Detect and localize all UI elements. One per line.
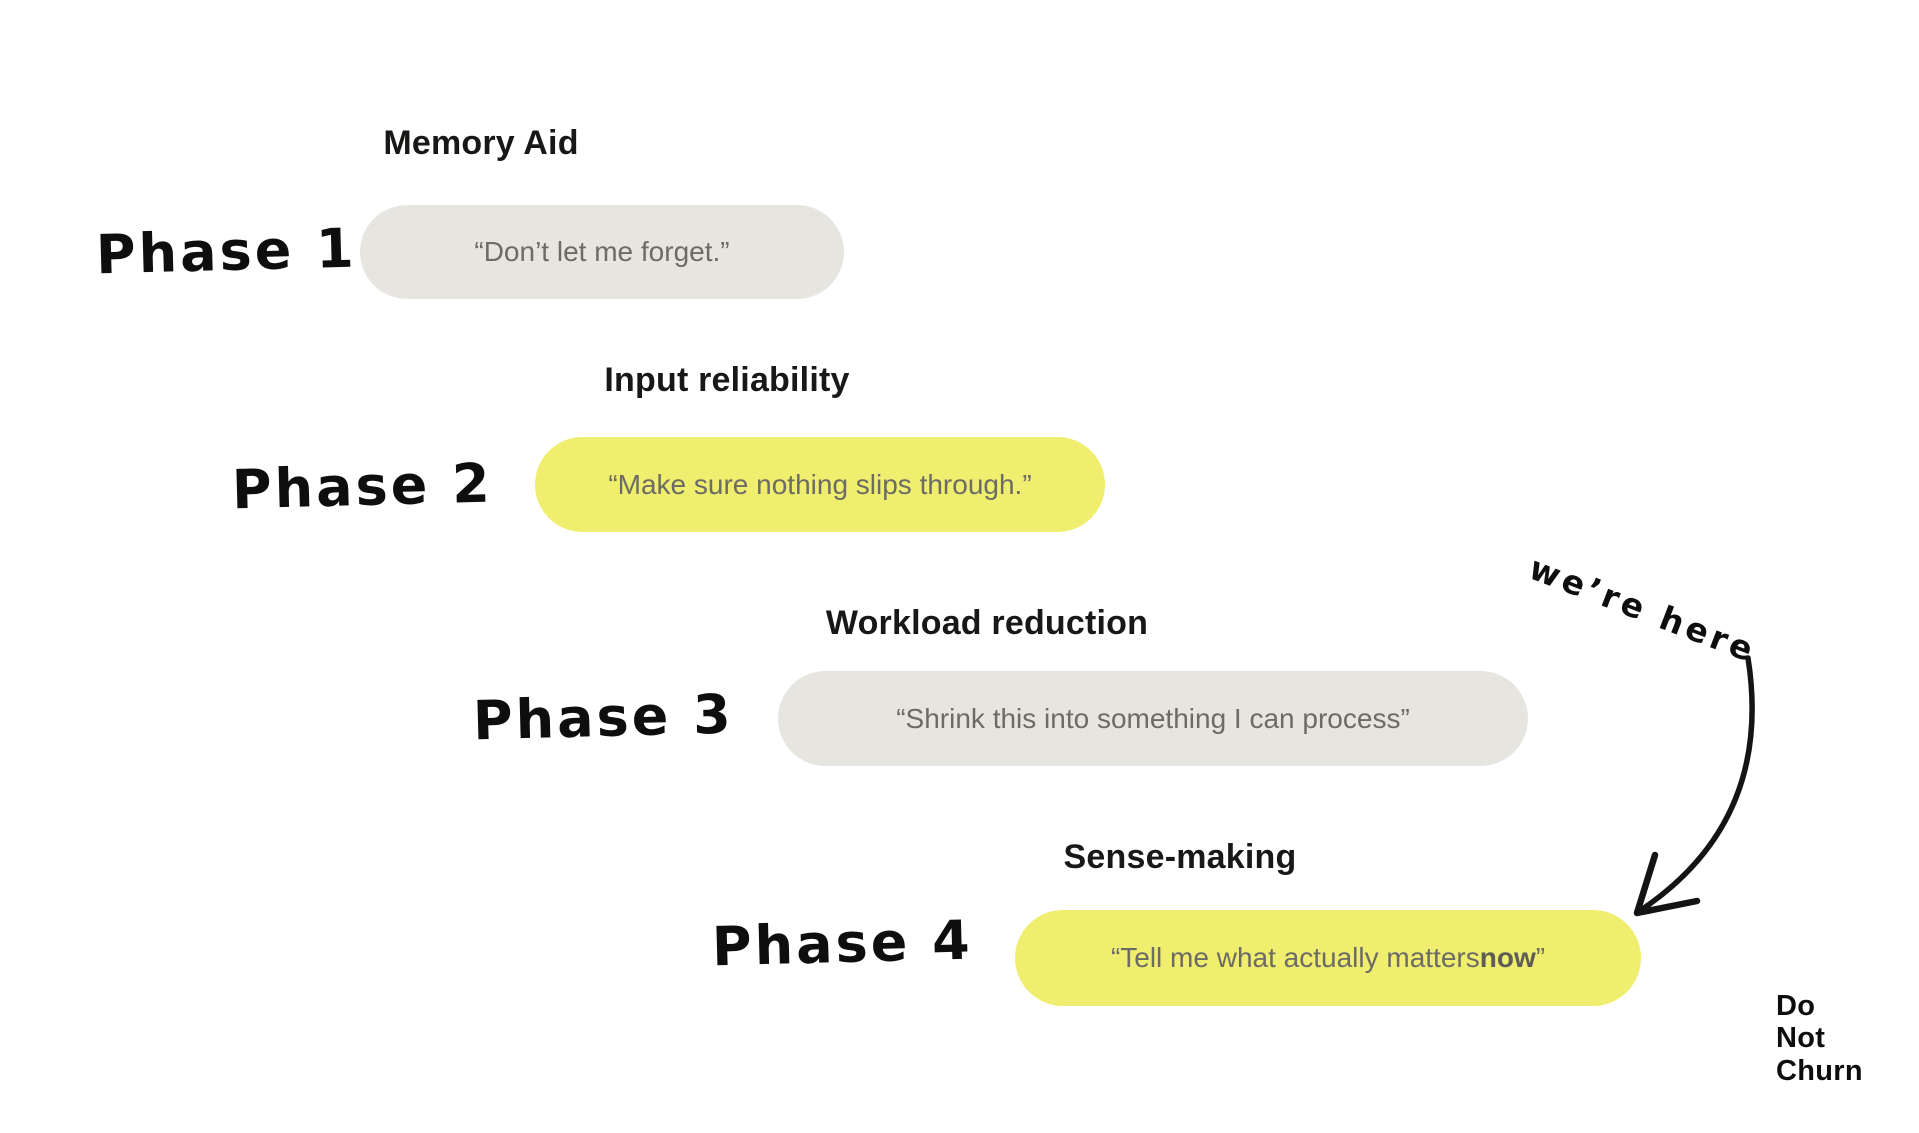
phase-4-heading: Sense-making [1063, 838, 1297, 876]
phase-4-quote-prefix: “Tell me what actually matters [1110, 942, 1480, 973]
phase-4-quote-bold-word: now [1479, 942, 1536, 973]
phase-4-label: Phase 4 [711, 908, 974, 979]
phase-1-heading: Memory Aid [383, 124, 579, 162]
arrow-curve [1641, 655, 1755, 911]
phase-3-quote-text: “Shrink this into something I can proces… [896, 702, 1410, 734]
logo-line-1: Do [1776, 990, 1816, 1022]
phase-3-heading: Workload reduction [825, 604, 1149, 642]
phase-2-heading: Input reliability [604, 361, 850, 399]
phase-4-quote-pill: “Tell me what actually matters now” [1015, 910, 1641, 1006]
phase-3-quote-pill: “Shrink this into something I can proces… [778, 671, 1528, 766]
do-not-churn-logo: Do Not Churn [1776, 990, 1863, 1087]
phase-2-quote-text: “Make sure nothing slips through.” [608, 468, 1032, 500]
phase-1-quote-pill: “Don’t let me forget.” [360, 205, 844, 299]
phase-3-label: Phase 3 [472, 682, 735, 753]
logo-line-2: Not [1776, 1022, 1826, 1055]
phase-1-label: Phase 1 [95, 216, 358, 287]
arrowhead [1633, 851, 1701, 917]
logo-line-3: Churn [1776, 1054, 1863, 1087]
phase-4-quote-suffix: ” [1535, 942, 1546, 973]
phase-2-label: Phase 2 [231, 451, 494, 522]
phase-2-quote-pill: “Make sure nothing slips through.” [535, 437, 1105, 532]
phase-1-quote-text: “Don’t let me forget.” [474, 236, 730, 267]
were-here-annotation: we’re here [1524, 548, 1763, 671]
